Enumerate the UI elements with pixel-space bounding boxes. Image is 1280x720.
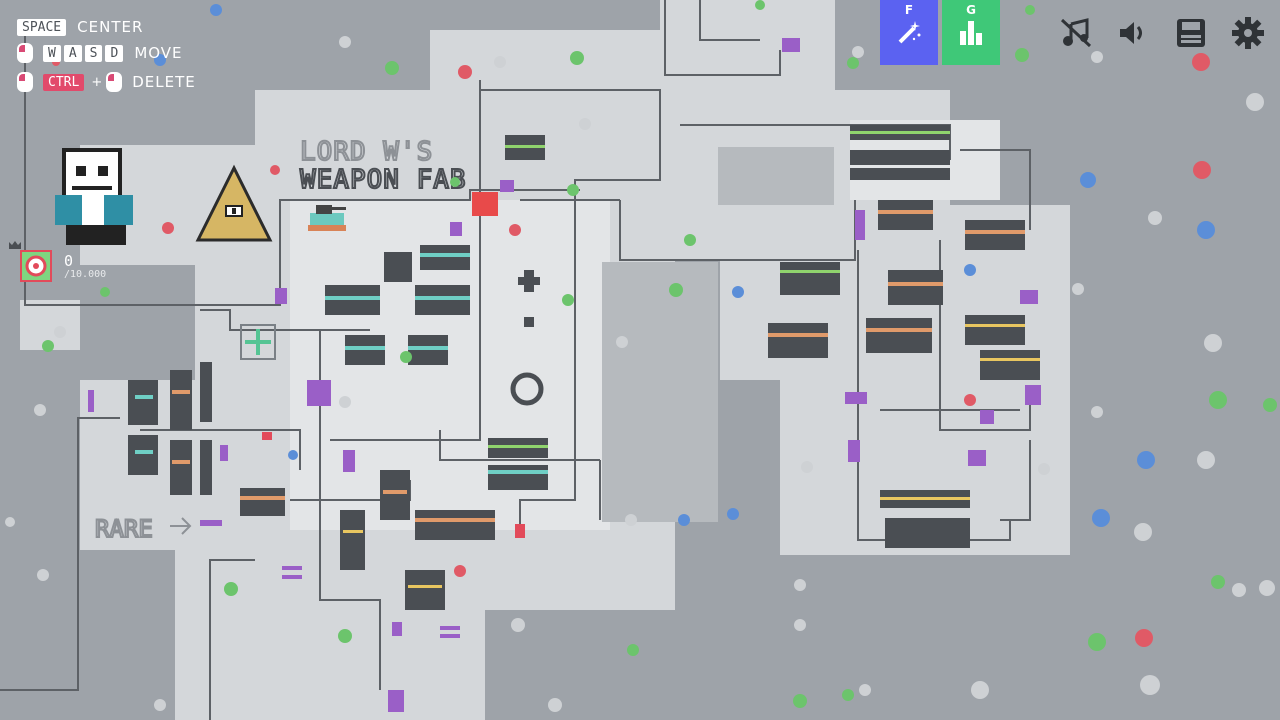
empty-area — [602, 262, 718, 522]
w-key: W — [43, 44, 61, 62]
rare-sign: RARE — [95, 515, 153, 543]
empty-bay — [718, 147, 834, 205]
delete-label: DELETE — [132, 73, 196, 91]
sign-line-1: LORD W'S — [300, 137, 433, 167]
score-value: 0 — [64, 252, 74, 270]
f-key-label: F — [904, 3, 914, 17]
magic-wand-icon — [898, 21, 921, 44]
sign-line-2: WEAPON FAB — [300, 165, 467, 195]
hint-move: W A S D MOVE — [17, 43, 183, 63]
d-key: D — [105, 44, 124, 62]
stats-button[interactable]: G — [942, 0, 1000, 65]
center-label: CENTER — [77, 18, 144, 36]
ctrl-key: CTRL — [43, 73, 85, 91]
volume-icon[interactable] — [1116, 16, 1150, 50]
skeleton-sprite — [55, 148, 133, 245]
magic-wand-button[interactable]: F — [880, 0, 938, 65]
cross-target — [240, 324, 276, 360]
mouse-icon — [17, 72, 33, 92]
hint-center: SPACE CENTER — [17, 17, 143, 37]
plus-sign: + — [91, 74, 103, 90]
s-key: S — [84, 44, 103, 62]
target-icon — [25, 255, 47, 277]
a-key: A — [63, 44, 82, 62]
bar-chart-icon — [960, 21, 982, 45]
score-cap: /10.000 — [64, 269, 107, 280]
mouse-icon — [106, 72, 123, 92]
mouse-icon — [17, 43, 33, 63]
resource-nodes — [5, 0, 1277, 712]
move-label: MOVE — [134, 44, 183, 62]
eye-pyramid-sprite — [195, 164, 273, 242]
tank-sprite — [308, 205, 346, 231]
gear-icon[interactable] — [1231, 16, 1265, 50]
save-icon[interactable] — [1174, 16, 1208, 50]
g-key-label: G — [966, 3, 976, 17]
machine-clusters — [88, 38, 1041, 712]
delete-marker — [472, 192, 498, 216]
score-counter: 0 /10.000 — [64, 252, 106, 280]
crown-icon — [9, 241, 21, 249]
space-key: SPACE — [17, 18, 67, 36]
spinner-machine — [384, 252, 544, 406]
music-off-icon[interactable] — [1059, 16, 1093, 50]
hint-delete: CTRL + DELETE — [17, 72, 196, 92]
quest-icon[interactable] — [20, 250, 52, 282]
